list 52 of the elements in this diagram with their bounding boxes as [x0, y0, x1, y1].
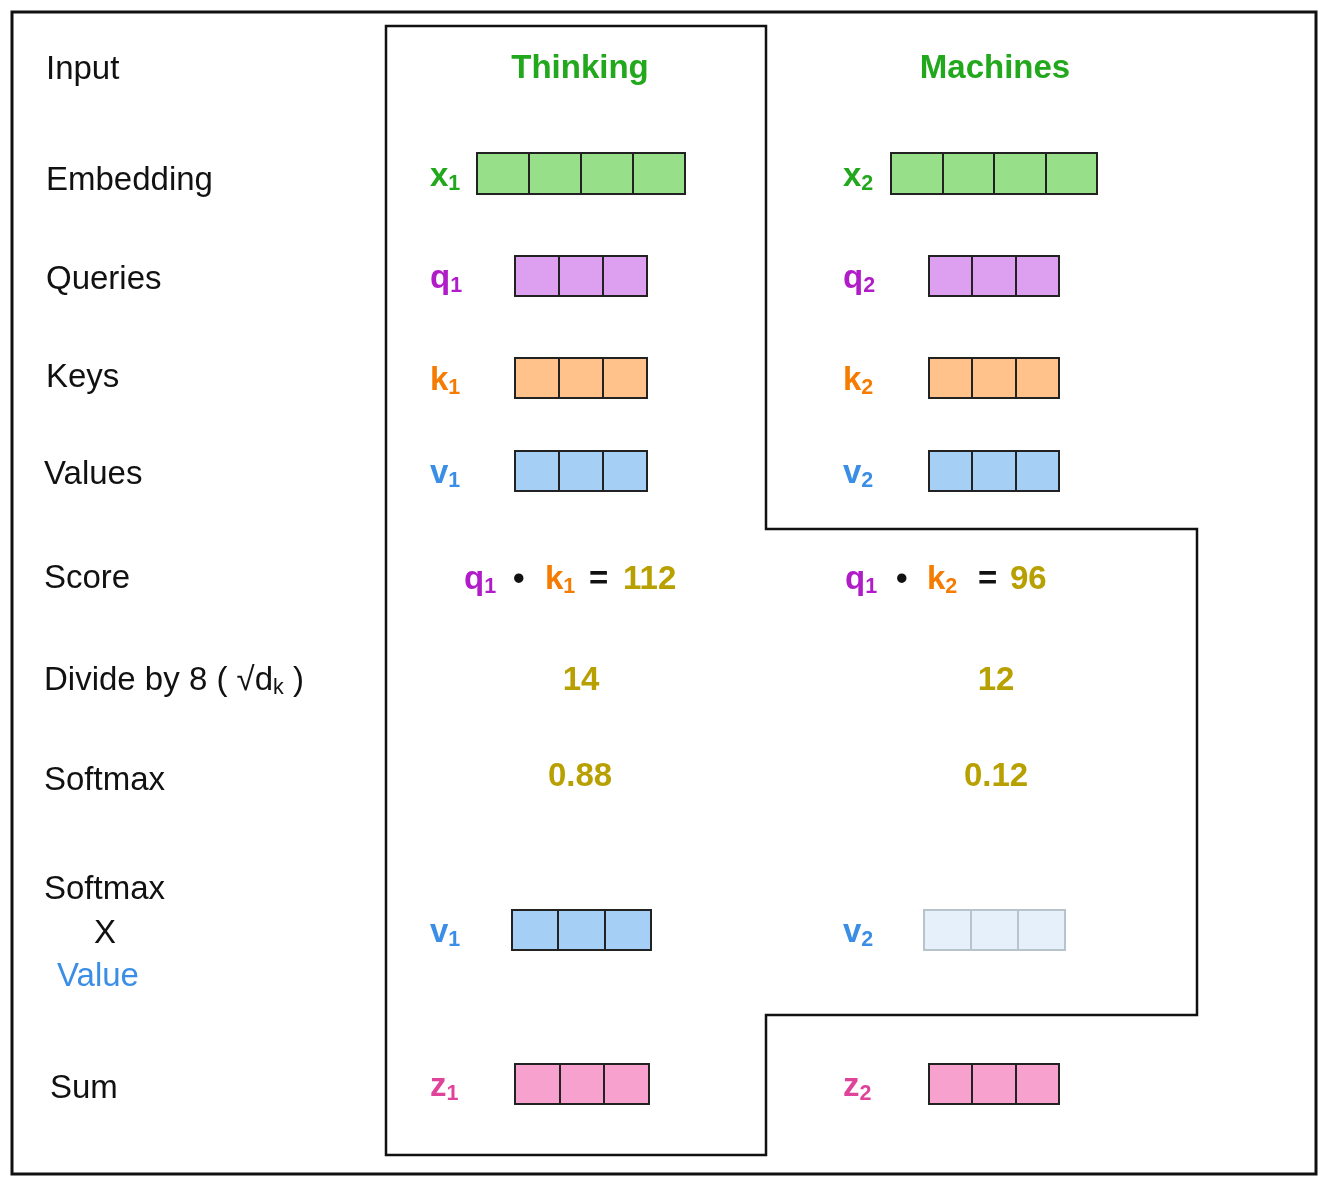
vector-label: v$_{2}$ — [843, 453, 874, 493]
score-value: 96 — [1010, 559, 1047, 597]
vector-bar — [514, 450, 648, 492]
vector-label: x$_{1}$ — [430, 156, 461, 195]
row-label: Softmax — [44, 869, 166, 907]
vector-bar — [514, 357, 648, 399]
vector-label: x$_{2}$ — [843, 156, 874, 195]
vector-label: z$_{1}$ — [430, 1066, 459, 1106]
row-label: Queries — [46, 259, 162, 297]
vector-label: q$_{2}$ — [843, 258, 876, 298]
score-value: 112 — [623, 559, 677, 597]
row-label: Sum — [50, 1068, 118, 1106]
softmax-value: 0.88 — [547, 756, 613, 794]
score-term: q$_{1}$ — [464, 559, 497, 599]
row-label: Input — [46, 49, 120, 87]
row-label: Softmax — [44, 760, 166, 798]
dot-operator: • — [513, 559, 525, 597]
scaled-score: 12 — [977, 660, 1015, 698]
vector-label: v$_{2}$ — [843, 912, 874, 952]
row-label: X — [94, 913, 116, 951]
vector-bar — [928, 1063, 1060, 1105]
vector-bar — [928, 450, 1060, 492]
vector-bar — [511, 909, 652, 951]
vector-label: k$_{2}$ — [843, 360, 874, 400]
dot-operator: • — [896, 559, 908, 597]
score-term: k$_{1}$ — [545, 559, 576, 599]
vector-label: z$_{2}$ — [843, 1066, 872, 1106]
column-heading: Thinking — [511, 48, 649, 86]
score-term: q$_{1}$ — [845, 559, 878, 599]
vector-bar — [923, 909, 1066, 951]
row-label: Values — [44, 454, 143, 492]
row-label: Value — [57, 956, 139, 994]
vector-bar — [928, 255, 1060, 297]
column-heading: Machines — [919, 48, 1071, 86]
score-term: k$_{2}$ — [927, 559, 958, 599]
vector-bar — [928, 357, 1060, 399]
equals-sign: = — [978, 559, 998, 597]
scaled-score: 14 — [562, 660, 600, 698]
row-label: Divide by 8 ( √d$_{k}$ ) — [44, 660, 304, 700]
vector-label: k$_{1}$ — [430, 360, 461, 400]
row-label: Embedding — [46, 160, 213, 198]
vector-label: v$_{1}$ — [430, 912, 461, 952]
vector-bar — [514, 255, 648, 297]
vector-bar — [890, 152, 1098, 195]
vector-bar — [514, 1063, 650, 1105]
softmax-value: 0.12 — [963, 756, 1029, 794]
row-label: Score — [44, 558, 131, 596]
equals-sign: = — [589, 559, 609, 597]
vector-label: v$_{1}$ — [430, 453, 461, 493]
vector-label: q$_{1}$ — [430, 258, 463, 298]
row-label: Keys — [46, 357, 120, 395]
vector-bar — [476, 152, 686, 195]
